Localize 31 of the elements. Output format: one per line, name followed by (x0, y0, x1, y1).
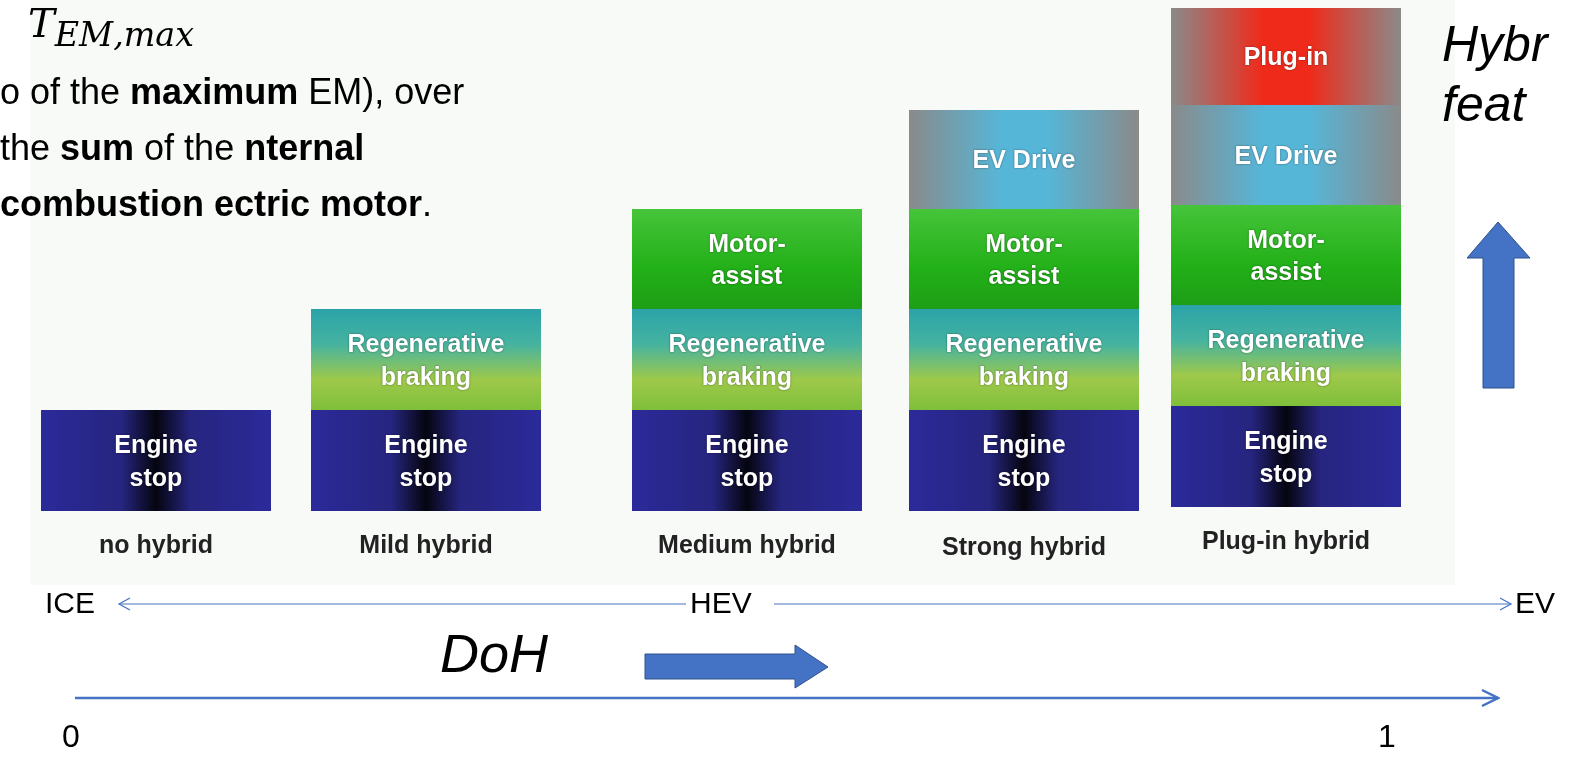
tick-label: 0 (62, 718, 80, 755)
regenerative-braking-block: Regenerative braking (1171, 305, 1401, 406)
definition-text: o of the maximum EM), over the sum of the nternal combustion ectric motor. (0, 70, 466, 226)
engine-stop-block: Engine stop (41, 410, 271, 511)
hybrid-type-label: Mild hybrid (358, 530, 494, 559)
regenerative-braking-block: Regenerative braking (909, 309, 1139, 410)
axis-title: DoH (440, 622, 549, 684)
engine-stop-block: Engine stop (311, 410, 541, 511)
end-label: EV (1515, 580, 1556, 626)
engine-stop-block: Engine stop (909, 410, 1139, 511)
hybrid-type-label: no hybrid (98, 530, 214, 559)
hybrid-type-label: Strong hybrid (941, 532, 1107, 561)
end-label: ICE (45, 580, 95, 626)
arrow (773, 597, 1512, 611)
regenerative-braking-block: Regenerative braking (632, 309, 862, 410)
axis-title: Hybr feat (1442, 15, 1551, 134)
regenerative-braking-block: Regenerative braking (311, 309, 541, 410)
engine-stop-block: Engine stop (1171, 406, 1401, 507)
formula: T$_{EM,max}$ (28, 0, 194, 54)
engine-stop-block: Engine stop (632, 410, 862, 511)
arrow (118, 597, 687, 611)
plug-in-block: Plug-in (1171, 8, 1401, 105)
hybrid-type-label: Plug-in hybrid (1200, 526, 1371, 555)
motor-assist-block: Motor-assist (909, 209, 1139, 309)
ev-drive-block: EV Drive (1171, 105, 1401, 205)
end-label: HEV (690, 580, 752, 626)
tick-label: 1 (1378, 718, 1396, 755)
motor-assist-block: Motor-assist (632, 209, 862, 309)
motor-assist-block: Motor-assist (1171, 205, 1401, 305)
ev-drive-block: EV Drive (909, 110, 1139, 209)
hybrid-type-label: Medium hybrid (657, 530, 837, 559)
